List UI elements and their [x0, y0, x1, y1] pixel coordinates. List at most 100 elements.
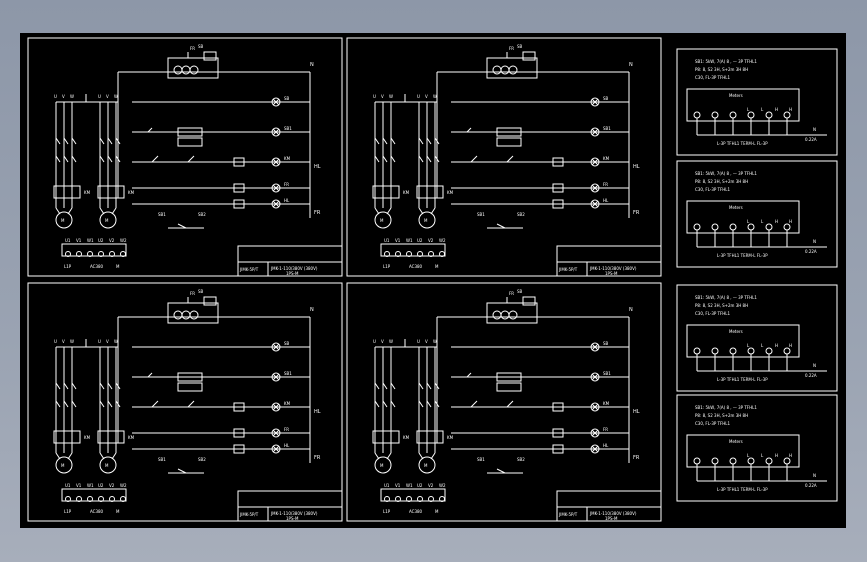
row-label: HL — [284, 198, 290, 203]
row-label: SB1 — [603, 371, 611, 376]
terminal-label-0: U1 — [65, 238, 71, 243]
right-label-1: HL — [314, 164, 321, 170]
top-fr-label: FR — [509, 291, 514, 296]
switch-label: SB1 — [158, 457, 166, 462]
title-block-sub: 1PS-M — [605, 271, 618, 276]
side-bottom-note: L-3P TFHL1 TERM-L FL-3P — [717, 141, 768, 146]
title-block-text: JMK-1-110/380V (380V) — [589, 266, 637, 271]
row-label: HL — [284, 443, 290, 448]
side-pin-2: H — [775, 343, 778, 348]
side-pin-2: H — [775, 219, 778, 224]
terminal-label-0: U1 — [384, 238, 390, 243]
phase-label: V — [62, 339, 65, 344]
switch-label-2: SB2 — [198, 457, 206, 462]
row-label: SB — [284, 341, 290, 346]
terminal-label-2: W1 — [87, 238, 94, 243]
side-pin-0: L — [747, 453, 750, 458]
terminal-label-5: W2 — [439, 238, 446, 243]
terminal-label-0: U1 — [65, 483, 71, 488]
side-pin-3: H — [789, 343, 792, 348]
title-block-text: JMK-1-110/380V (380V) — [589, 511, 637, 516]
right-label-2: FR — [633, 455, 640, 461]
title-block-code: JIMK-5P/T — [558, 512, 578, 517]
side-line-2: P8: 8, S2 3H, S+2m 3H 8H — [695, 67, 748, 72]
row-label: SB — [284, 96, 290, 101]
right-label-2: FR — [314, 210, 321, 216]
terminal-label-4: V2 — [109, 483, 115, 488]
phase-label: W — [389, 94, 393, 99]
phase-label: U — [98, 339, 101, 344]
right-label-1: HL — [314, 409, 321, 415]
side-right-label: N — [813, 127, 816, 132]
phase-label: V — [425, 339, 428, 344]
neutral-label: N — [629, 62, 633, 68]
phase-label: V — [425, 94, 428, 99]
phase-label: U — [373, 94, 376, 99]
motor-label: M — [380, 218, 384, 223]
side-line-3: C30, FL-3P TFHL1 — [695, 311, 731, 316]
terminal-label-3: U2 — [98, 238, 104, 243]
row-label: FR — [603, 427, 608, 432]
bottom-label-1: AC380 — [409, 509, 423, 514]
switch-label-2: SB2 — [517, 212, 525, 217]
terminal-label-4: V2 — [428, 483, 434, 488]
side-plate-label: Meters — [729, 205, 743, 210]
switch-label: SB1 — [477, 457, 485, 462]
side-pin-1: L — [761, 107, 764, 112]
terminal-label-0: U1 — [384, 483, 390, 488]
bottom-label-1: AC380 — [90, 264, 104, 269]
contactor-label: KM — [84, 435, 91, 440]
motor-label: M — [61, 463, 65, 468]
row-label: SB — [603, 96, 609, 101]
contactor-label: KM — [403, 435, 410, 440]
terminal-label-2: W1 — [87, 483, 94, 488]
terminal-label-1: V1 — [76, 483, 82, 488]
row-label: KM — [284, 401, 291, 406]
side-pin-3: H — [789, 219, 792, 224]
side-plate-label: Meters — [729, 329, 743, 334]
row-label: KM — [603, 156, 610, 161]
title-block-sub: 1PS-M — [286, 516, 299, 521]
side-line-2: P8: 8, S2 3H, S+2m 3H 8H — [695, 303, 748, 308]
terminal-label-1: V1 — [395, 483, 401, 488]
bottom-label-2: M — [116, 509, 120, 514]
row-label: KM — [284, 156, 291, 161]
switch-label-2: SB2 — [517, 457, 525, 462]
right-label-2: FR — [314, 455, 321, 461]
side-line-1: SB1: 5kW, 7(A) 8 , — 3P TFHL1 — [695, 171, 757, 176]
title-block-sub: 1PS-M — [605, 516, 618, 521]
bottom-label-2: M — [116, 264, 120, 269]
switch-label: SB1 — [158, 212, 166, 217]
side-bottom-note: L-3P TFHL1 TERM-L FL-3P — [717, 487, 768, 492]
bottom-label-0: L1P — [64, 264, 72, 269]
terminal-label-1: V1 — [395, 238, 401, 243]
contactor-label: KM — [447, 190, 454, 195]
side-pin-0: L — [747, 343, 750, 348]
motor-label: M — [105, 463, 109, 468]
switch-label-2: SB2 — [198, 212, 206, 217]
contactor-label: KM — [128, 435, 135, 440]
side-line-2: P8: 8, S2 3H, S+2m 3H 8H — [695, 413, 748, 418]
side-plate-label: Meters — [729, 93, 743, 98]
side-pin-2: H — [775, 107, 778, 112]
side-pin-1: L — [761, 453, 764, 458]
title-block-code: JIMK-5P/T — [239, 267, 259, 272]
side-pin-0: L — [747, 107, 750, 112]
side-line-3: C30, FL-3P TFHL1 — [695, 187, 731, 192]
terminal-label-4: V2 — [109, 238, 115, 243]
phase-label: U — [417, 339, 420, 344]
neutral-label: N — [310, 307, 314, 313]
motor-label: M — [61, 218, 65, 223]
side-pin-1: L — [761, 343, 764, 348]
motor-label: M — [424, 218, 428, 223]
side-pin-1: L — [761, 219, 764, 224]
terminal-label-3: U2 — [417, 238, 423, 243]
side-line-3: C30, FL-3P TFHL1 — [695, 421, 731, 426]
right-label-1: HL — [633, 409, 640, 415]
